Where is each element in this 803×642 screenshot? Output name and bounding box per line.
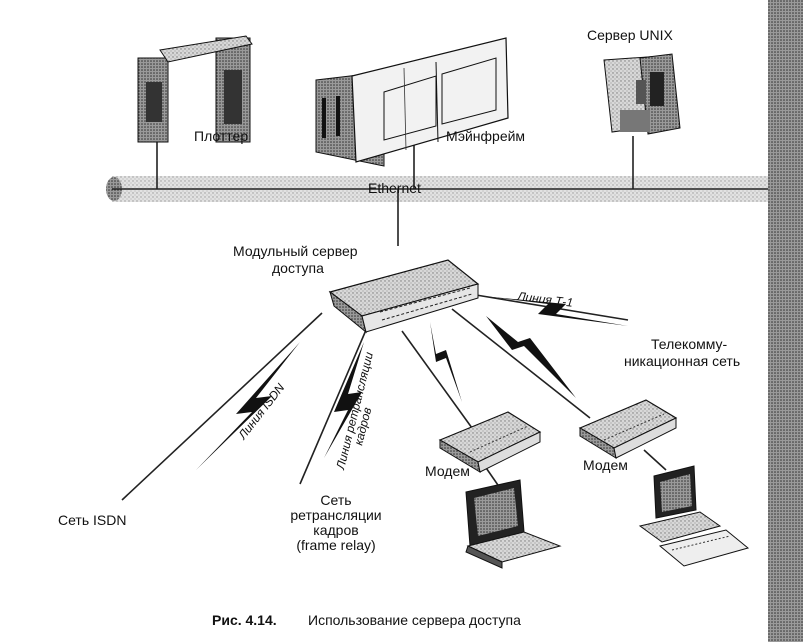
frame-relay-network-label-1: Сеть bbox=[320, 492, 351, 508]
access-server-label-1: Модульный сервер bbox=[233, 243, 358, 259]
access-server-device bbox=[328, 259, 480, 334]
frame-relay-network-label-2: ретрансляции bbox=[290, 507, 381, 523]
telecom-network-label-1: Телекомму- bbox=[651, 336, 728, 352]
scan-edge bbox=[768, 0, 803, 642]
mainframe-label: Мэйнфрейм bbox=[446, 128, 525, 144]
ethernet-bus bbox=[106, 176, 769, 202]
plotter-device bbox=[137, 35, 253, 143]
caption-text: Использование сервера доступа bbox=[308, 612, 521, 628]
ethernet-label: Ethernet bbox=[368, 180, 421, 196]
frame-relay-bolt bbox=[324, 342, 364, 458]
connections bbox=[121, 136, 667, 501]
modem-left-label: Модем bbox=[425, 463, 470, 479]
modem-right-device bbox=[578, 399, 678, 460]
link-bolts bbox=[196, 296, 628, 470]
t1-bolt bbox=[482, 296, 628, 326]
desktop-computer bbox=[638, 465, 750, 567]
mainframe-device bbox=[315, 37, 509, 167]
telecom-network-label-2: никационная сеть bbox=[624, 353, 740, 369]
access-server-label-2: доступа bbox=[272, 260, 324, 276]
t1-line-label: Линия Т-1 bbox=[516, 289, 574, 310]
unix-server-device bbox=[603, 53, 681, 135]
frame-relay-network-label-4: (frame relay) bbox=[296, 537, 375, 553]
plotter-label: Плоттер bbox=[194, 128, 248, 144]
modem-right-label: Модем bbox=[583, 457, 628, 473]
figure-caption: Рис. 4.14. Использование сервера доступа bbox=[212, 612, 521, 628]
laptop-computer bbox=[465, 479, 562, 569]
modem-right-bolt bbox=[486, 316, 576, 398]
modem-left-device bbox=[438, 411, 542, 474]
modem-left-bolt bbox=[430, 322, 462, 402]
frame-relay-network-label-3: кадров bbox=[313, 522, 358, 538]
isdn-network-label: Сеть ISDN bbox=[58, 512, 126, 528]
unix-server-label: Сервер UNIX bbox=[587, 27, 674, 43]
caption-number: Рис. 4.14. bbox=[212, 612, 277, 628]
isdn-bolt bbox=[196, 342, 300, 470]
